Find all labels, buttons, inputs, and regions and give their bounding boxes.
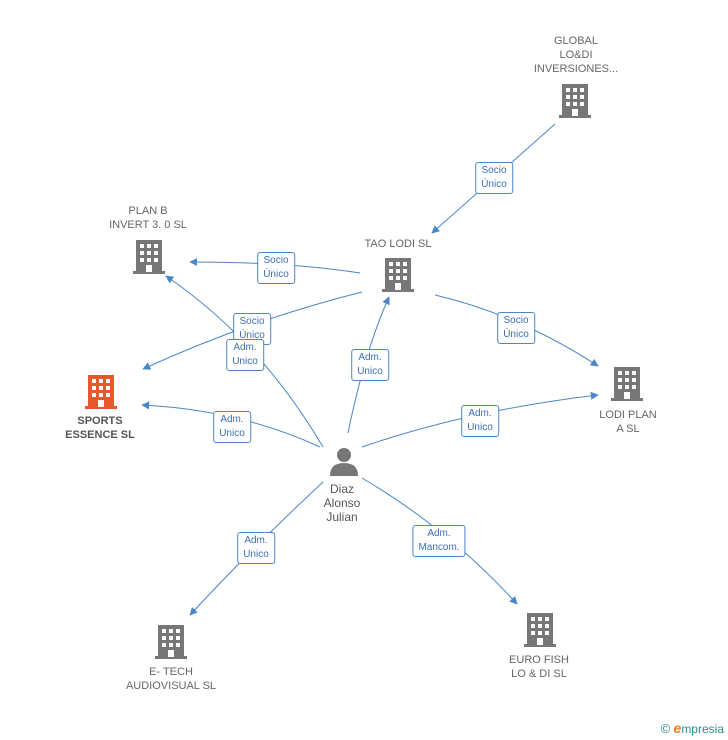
node-label-lodiplan[interactable]: LODI PLAN A SL — [599, 409, 657, 435]
brand-initial: e — [673, 720, 682, 736]
edge-label-person-etech: Adm. Unico — [237, 532, 275, 564]
building-icon — [559, 84, 591, 118]
edge-label-tao-planb: Socio Único — [257, 252, 295, 284]
edge-label-person-sports: Adm. Unico — [213, 411, 251, 443]
edge-label-person-planb: Adm. Unico — [226, 339, 264, 371]
edge-label-tao-lodiplan: Socio Único — [497, 312, 535, 344]
building-icon — [611, 367, 643, 401]
brand-name: mpresia — [681, 722, 724, 736]
edge-label-global-tao: Socio Único — [475, 162, 513, 194]
edge-label-tao-sports: Socio Único — [233, 313, 271, 345]
node-label-sports[interactable]: SPORTS ESSENCE SL — [65, 415, 135, 441]
node-label-eurofish[interactable]: EURO FISH LO & DI SL — [509, 654, 569, 680]
node-label-planb[interactable]: PLAN B INVERT 3. 0 SL — [109, 205, 187, 231]
edge-label-person-lodiplan: Adm. Unico — [461, 405, 499, 437]
building-icon — [524, 613, 556, 647]
building-icon — [155, 625, 187, 659]
node-label-person[interactable]: Diaz Alonso Julian — [323, 482, 361, 524]
brand-logo: © empresia — [661, 720, 724, 736]
building-icon — [382, 258, 414, 292]
node-label-etech[interactable]: E- TECH AUDIOVISUAL SL — [125, 666, 217, 692]
edge-label-person-tao: Adm. Unico — [351, 349, 389, 381]
node-label-taolodi[interactable]: TAO LODI SL — [364, 238, 432, 250]
person-icon — [330, 448, 358, 476]
edge-label-person-eurofish: Adm. Mancom. — [412, 525, 466, 557]
building-icon — [133, 240, 165, 274]
node-label-global[interactable]: GLOBAL LO&DI INVERSIONES... — [533, 35, 619, 75]
building-icon — [85, 375, 117, 409]
copyright-symbol: © — [660, 721, 671, 736]
